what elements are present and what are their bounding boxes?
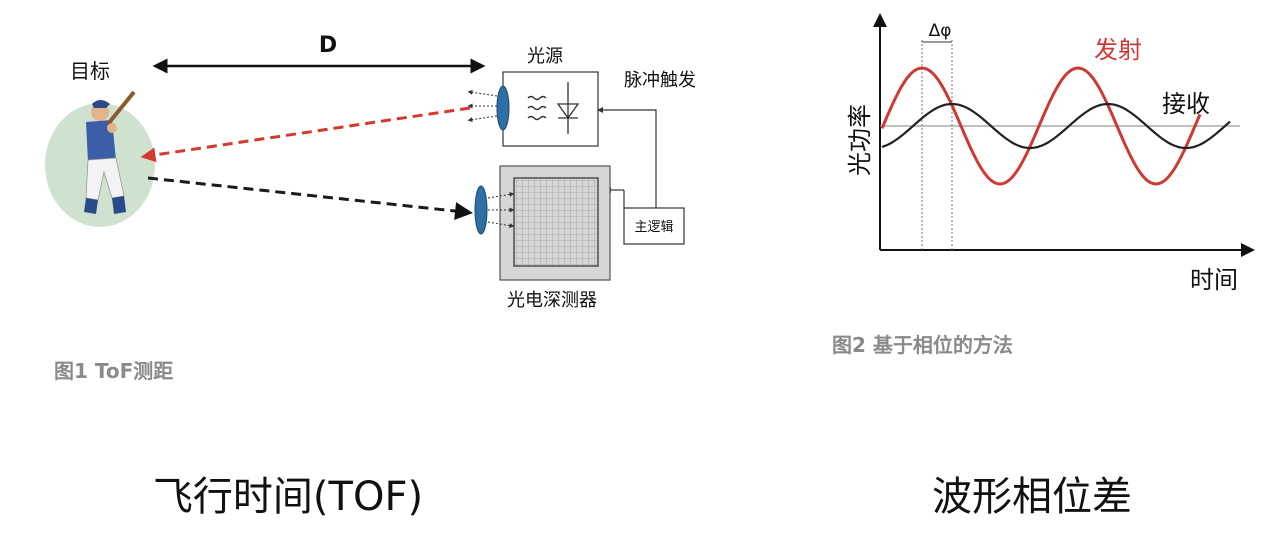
emit-label: 发射: [1094, 36, 1142, 64]
x-axis-label: 时间: [1190, 266, 1238, 294]
light-source-label: 光源: [527, 46, 563, 67]
pulse-trigger-label: 脉冲触发: [624, 70, 696, 91]
fig2-caption: 图2 基于相位的方法: [832, 333, 1013, 357]
receive-label: 接收: [1162, 90, 1210, 118]
detector-lens: [474, 185, 488, 235]
batter-figure-icon: [84, 90, 136, 214]
phase-difference-caption: 波形相位差: [932, 474, 1132, 520]
receive-wave: [881, 102, 1231, 150]
detector-label: 光电深测器: [507, 290, 597, 311]
emit-wave: [880, 66, 1202, 186]
delta-phi-label: Δφ: [929, 21, 952, 41]
main-logic-label: 主逻辑: [634, 220, 673, 235]
figure-tof: 目标 D 光源 脉冲触发 主逻辑: [45, 33, 696, 383]
received-light-arrow: [147, 176, 473, 220]
trigger-line: [597, 107, 657, 208]
y-axis-label: 光功率: [846, 104, 874, 176]
tof-caption: 飞行时间(TOF): [153, 474, 423, 520]
main-logic-box: [623, 207, 685, 245]
target-label: 目标: [70, 59, 110, 83]
source-lens: [496, 85, 510, 131]
distance-label: D: [319, 33, 337, 58]
detector-rays: [487, 191, 515, 229]
light-source-box: [502, 71, 599, 147]
fig1-caption: 图1 ToF测距: [54, 359, 173, 383]
emitted-light-arrow: [140, 106, 471, 163]
figure-phase: Δφ 发射 接收 光功率 时间 图2 基于相位的方法: [832, 13, 1255, 357]
detector-sensor-grid: [513, 177, 599, 267]
emission-rays: [467, 89, 498, 123]
laser-diode-icon: [527, 82, 580, 134]
